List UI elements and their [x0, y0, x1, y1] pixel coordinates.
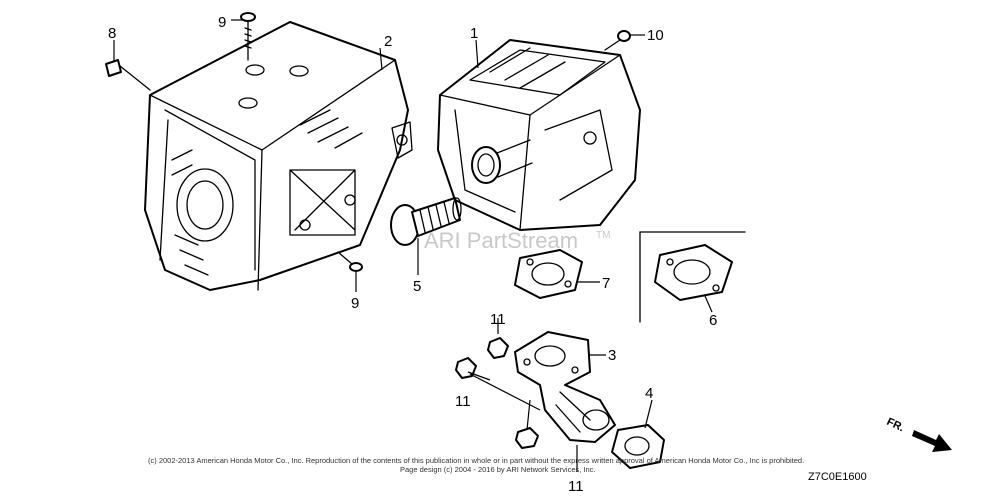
screw-9-bottom-part[interactable]: [337, 251, 363, 272]
watermark-text: ARI PartStream: [424, 228, 578, 253]
callout-5[interactable]: 5: [413, 278, 421, 295]
callout-7[interactable]: 7: [602, 275, 610, 292]
nut-11-bottom-part[interactable]: [515, 427, 539, 449]
direction-label: FR.: [885, 416, 906, 434]
callout-11-bottom[interactable]: 11: [568, 478, 584, 495]
gasket-6-part[interactable]: [639, 231, 746, 323]
footer: (c) 2002-2013 American Honda Motor Co., …: [148, 456, 867, 483]
callout-9-bottom[interactable]: 9: [351, 295, 359, 312]
callout-9-top[interactable]: 9: [218, 14, 226, 31]
nut-11-upper-part[interactable]: [487, 337, 509, 359]
callout-6[interactable]: 6: [709, 312, 717, 329]
diagram-code: Z7C0E1600: [808, 471, 867, 483]
screw-10-part[interactable]: [604, 30, 631, 51]
bolt-8-part[interactable]: [105, 59, 151, 91]
exhaust-pipe-part[interactable]: [514, 331, 616, 443]
callout-11-upper[interactable]: 11: [490, 311, 506, 328]
gasket-7-part[interactable]: [514, 249, 583, 299]
callout-10[interactable]: 10: [647, 27, 664, 44]
leader-lines: [113, 19, 713, 472]
callout-2[interactable]: 2: [384, 33, 392, 50]
muffler-part[interactable]: [437, 39, 641, 231]
front-direction-indicator: FR.: [885, 416, 952, 452]
muffler-protector-part[interactable]: [144, 21, 413, 291]
callout-3[interactable]: 3: [608, 347, 616, 364]
callout-1[interactable]: 1: [470, 25, 478, 42]
gasket-4-part[interactable]: [611, 424, 665, 469]
watermark: ARI PartStream TM: [424, 228, 610, 253]
spark-arrester-part[interactable]: [390, 197, 462, 246]
callout-labels: 1 2 3 4 5 6 7 8 9 9 10 11 11 11: [108, 14, 717, 495]
screw-9-top-part[interactable]: [240, 12, 256, 61]
callout-8[interactable]: 8: [108, 25, 116, 42]
copyright-line-2: Page design (c) 2004 - 2016 by ARI Netwo…: [400, 465, 596, 474]
copyright-line-1: (c) 2002-2013 American Honda Motor Co., …: [148, 456, 804, 465]
watermark-tm: TM: [596, 230, 610, 241]
callout-4[interactable]: 4: [645, 385, 653, 402]
front-arrow-icon: [912, 430, 952, 452]
callout-11-left[interactable]: 11: [455, 393, 471, 410]
